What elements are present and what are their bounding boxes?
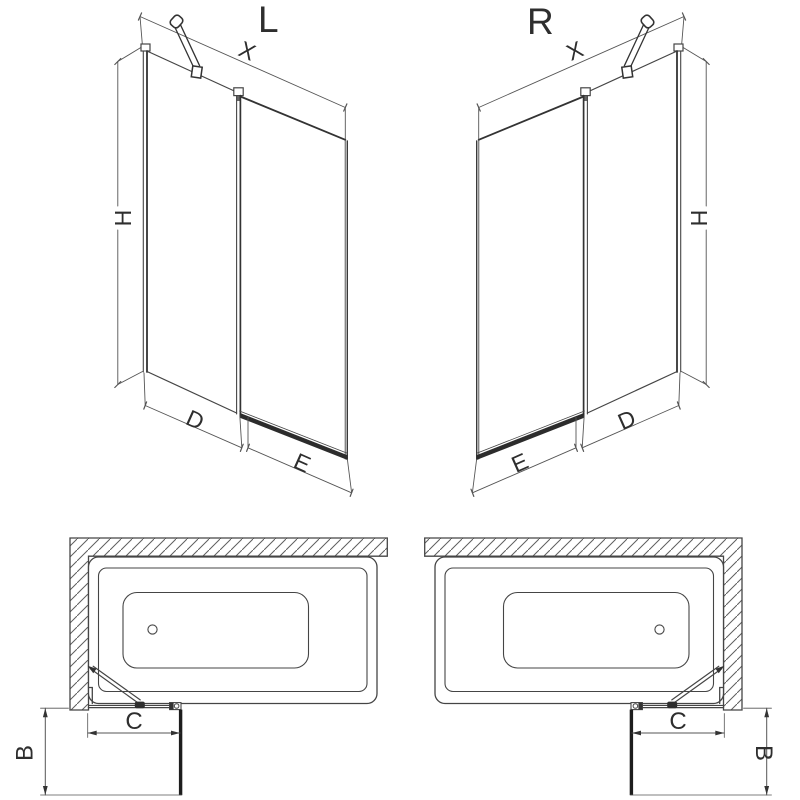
labels-elevation-left: L X H D E bbox=[110, 0, 315, 478]
dim-label-d: D bbox=[182, 404, 208, 435]
plan-view-left bbox=[39, 556, 378, 796]
elevation-view-left bbox=[113, 11, 354, 498]
dim-label-b: B bbox=[750, 745, 777, 761]
plan-view-right bbox=[434, 556, 773, 796]
view-label-L: L bbox=[258, 0, 279, 40]
dim-label-h: H bbox=[110, 210, 136, 227]
wall-hatch-right bbox=[424, 537, 743, 711]
dim-label-c: C bbox=[669, 708, 686, 735]
dim-label-d: D bbox=[614, 404, 640, 435]
wall-hatch-left bbox=[69, 537, 388, 711]
dim-label-e: E bbox=[507, 448, 532, 478]
dim-label-x: X bbox=[235, 36, 260, 66]
elevation-view-right bbox=[470, 11, 711, 498]
view-label-R: R bbox=[527, 1, 554, 42]
labels-elevation-right: R X H D E bbox=[507, 1, 712, 478]
dim-label-b: B bbox=[12, 745, 39, 761]
dim-label-e: E bbox=[290, 448, 315, 478]
dim-label-c: C bbox=[125, 708, 142, 735]
dim-label-h: H bbox=[686, 210, 712, 227]
labels-plan-left: C B bbox=[12, 708, 143, 761]
labels-plan-right: C B bbox=[669, 708, 777, 761]
